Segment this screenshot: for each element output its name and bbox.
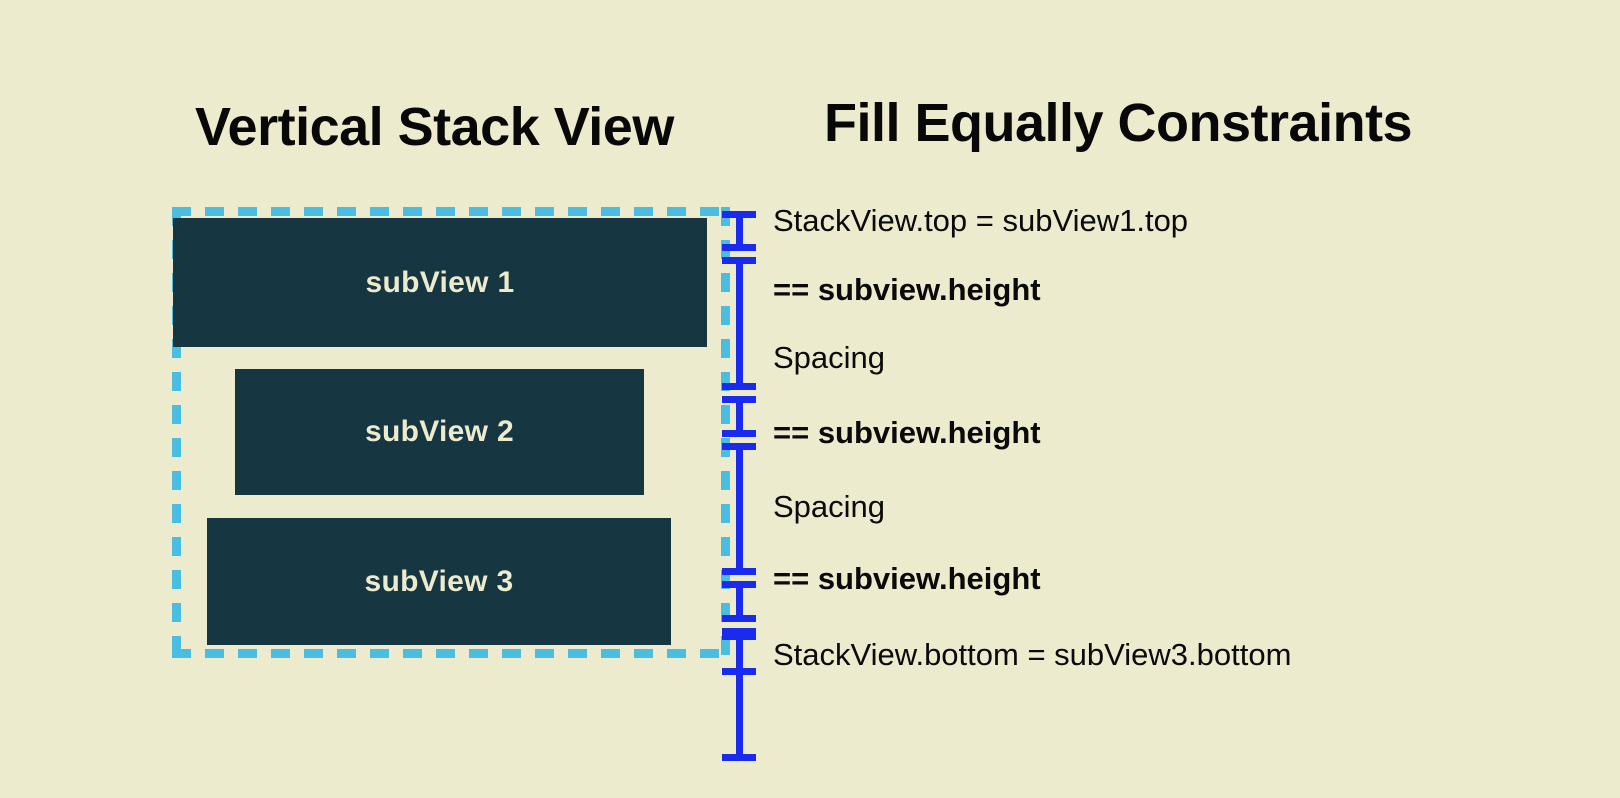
page-title-vertical-stack-view: Vertical Stack View bbox=[195, 97, 674, 157]
constraint-label-spacing-2: Spacing bbox=[773, 489, 886, 524]
constraint-label-stackview-top: StackView.top = subView1.top bbox=[773, 203, 1189, 238]
subview-box-1: subView 1 bbox=[173, 218, 707, 347]
page-title-fill-equally-constraints: Fill Equally Constraints bbox=[824, 93, 1413, 153]
ibeam-cap-bottom bbox=[722, 430, 756, 437]
ibeam-stem bbox=[736, 443, 743, 575]
ibeam-stem bbox=[736, 581, 743, 622]
ibeam-cap-bottom bbox=[722, 383, 756, 390]
ibeam-stem bbox=[736, 211, 743, 251]
dashed-border-top bbox=[172, 207, 730, 216]
subview-box-2: subView 2 bbox=[235, 369, 644, 495]
dashed-border-bottom bbox=[172, 649, 730, 658]
ibeam-stem bbox=[736, 257, 743, 390]
ibeam-stem bbox=[736, 633, 743, 675]
constraint-label-stackview-bottom: StackView.bottom = subView3.bottom bbox=[773, 637, 1292, 672]
measurement-bracket-column bbox=[722, 195, 792, 761]
constraint-label-height-1: == subview.height bbox=[773, 272, 1041, 307]
ibeam-cap-bottom bbox=[722, 244, 756, 251]
ibeam-cap-bottom bbox=[722, 615, 756, 622]
measurement-bracket-bottom bbox=[722, 633, 756, 675]
ibeam-cap-bottom bbox=[722, 668, 756, 675]
constraint-label-height-2: == subview.height bbox=[773, 415, 1041, 450]
ibeam-stem bbox=[736, 628, 743, 761]
ibeam-stem bbox=[736, 396, 743, 437]
ibeam-cap-bottom bbox=[722, 754, 756, 761]
subview-box-3: subView 3 bbox=[207, 518, 671, 645]
constraint-label-spacing-1: Spacing bbox=[773, 340, 886, 375]
ibeam-cap-bottom bbox=[722, 568, 756, 575]
dashed-border-left bbox=[172, 207, 181, 658]
constraint-label-height-3: == subview.height bbox=[773, 561, 1041, 596]
